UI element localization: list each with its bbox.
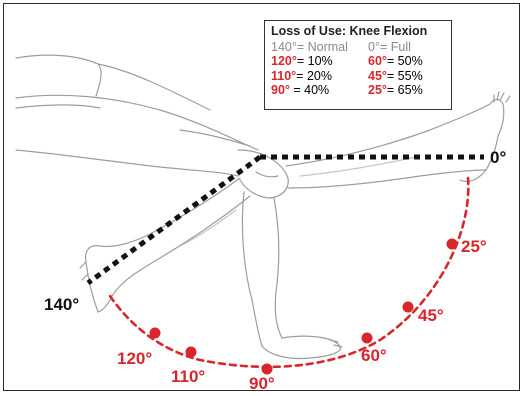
marker-90 [262,364,273,375]
angle-label-25: 25° [461,237,487,256]
angle-markers [150,239,458,375]
legend-degree: 110° [271,69,296,83]
legend-value: = 20% [296,69,332,83]
legend-row: 120°= 10% 60°= 50% [271,54,451,69]
legend-degree: 25° [368,83,387,97]
legend-title: Loss of Use: Knee Flexion [271,24,451,39]
legend-degree: 45° [368,69,387,83]
legend-value: = 50% [387,54,423,68]
legend-degree: 120° [271,54,297,68]
legend-value: = 10% [297,54,333,68]
legend-degree: 140° [271,40,297,54]
marker-120 [150,328,161,339]
legend-box: Loss of Use: Knee Flexion 140°= Normal 0… [264,20,452,110]
legend-degree: 90° [271,83,290,97]
legend-row: 90° = 40% 25°= 65% [271,83,451,98]
legend-value: = Full [380,40,411,54]
angle-label-120: 120° [117,349,152,368]
legend-degree: 0° [368,40,380,54]
legend-value: = 40% [290,83,329,97]
marker-25 [447,239,458,250]
tibia-line-140 [88,157,260,283]
angle-label-110: 110° [171,367,205,386]
legend-degree: 60° [368,54,387,68]
marker-60 [362,333,373,344]
angle-label-140: 140° [44,295,79,314]
angle-label-90: 90° [249,374,275,393]
legend-value: = 55% [387,69,423,83]
angle-label-45: 45° [418,306,444,325]
marker-110 [186,347,197,358]
range-arc [110,178,468,367]
angle-label-60: 60° [361,346,387,365]
angle-label-0: 0° [490,148,506,167]
marker-45 [403,302,414,313]
legend-value: = Normal [297,40,348,54]
legend-value: = 65% [387,83,423,97]
legend-row: 140°= Normal 0°= Full [271,40,451,55]
legend-row: 110°= 20% 45°= 55% [271,69,451,84]
